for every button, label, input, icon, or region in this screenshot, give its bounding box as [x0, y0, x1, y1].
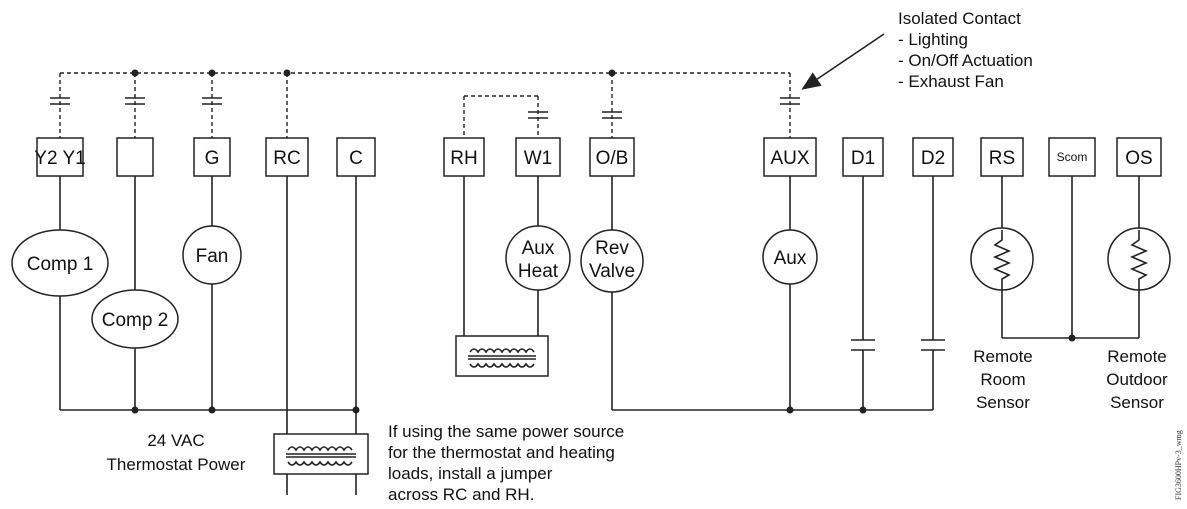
svg-text:- Lighting: - Lighting: [898, 30, 968, 49]
comp2-label: Comp 2: [102, 310, 169, 331]
fan-load: [182, 225, 242, 285]
loads: Comp 1 Comp 2 Fan Aux Heat Rev Valve Aux: [11, 225, 818, 349]
svg-text:Remote: Remote: [1107, 347, 1167, 366]
svg-text:24 VAC: 24 VAC: [147, 431, 204, 450]
fan-label: Fan: [196, 246, 229, 267]
terminal-y2y1-label: Y2 Y1: [34, 148, 85, 169]
svg-text:Outdoor: Outdoor: [1106, 370, 1168, 389]
dry-contact-capacitors: [851, 339, 945, 351]
jumper-note: If using the same power source for the t…: [388, 422, 624, 504]
terminal-rh: [443, 137, 485, 177]
terminal-ob-label: O/B: [596, 148, 629, 169]
terminal-aux-label: AUX: [770, 148, 809, 169]
terminal-os-label: OS: [1125, 148, 1152, 169]
terminal-rh-label: RH: [450, 148, 477, 169]
control-bus: [59, 69, 791, 146]
terminal-w1-label: W1: [524, 148, 553, 169]
svg-text:Remote: Remote: [973, 347, 1033, 366]
aux-label: Aux: [774, 248, 807, 269]
terminal-g-label: G: [205, 148, 220, 169]
terminal-d1-label: D1: [851, 148, 875, 169]
svg-text:Sensor: Sensor: [976, 393, 1030, 412]
relay-contacts: [50, 97, 800, 119]
svg-text:Isolated Contact: Isolated Contact: [898, 9, 1021, 28]
svg-text:across RC and RH.: across RC and RH.: [388, 485, 534, 504]
pointer-arrow-icon: [801, 33, 885, 90]
svg-text:- Exhaust Fan: - Exhaust Fan: [898, 72, 1004, 91]
thermostat-transformer: [273, 433, 369, 475]
rev-valve-label-1: Rev: [595, 238, 629, 259]
aux-heat-label-1: Aux: [522, 238, 555, 259]
rev-valve-load: [580, 229, 644, 293]
sensors: [970, 227, 1171, 291]
svg-text:If using the same power source: If using the same power source: [388, 422, 624, 441]
outdoor-sensor-resistor-icon: [1129, 230, 1149, 290]
terminal-scom: [1048, 137, 1096, 177]
terminal-scom-label: Scom: [1057, 150, 1088, 164]
terminal-blank: [116, 137, 154, 177]
terminal-aux: [763, 137, 817, 177]
svg-text:Room: Room: [980, 370, 1025, 389]
terminal-os: [1116, 137, 1162, 177]
svg-text:loads, install a jumper: loads, install a jumper: [388, 464, 553, 483]
branch-wires: [59, 176, 1140, 495]
heat-transformer: [455, 335, 549, 377]
svg-text:Sensor: Sensor: [1110, 393, 1164, 412]
remote-room-sensor-label: Remote Room Sensor: [973, 347, 1033, 412]
rev-valve-label-2: Valve: [589, 261, 635, 282]
isolated-contact-note: Isolated Contact - Lighting - On/Off Act…: [801, 9, 1033, 91]
comp1-label: Comp 1: [27, 254, 94, 275]
terminal-g: [193, 137, 231, 177]
terminal-rc-label: RC: [273, 148, 300, 169]
aux-load: [762, 229, 818, 285]
room-sensor-resistor-icon: [992, 230, 1012, 290]
terminal-d2-label: D2: [921, 148, 945, 169]
thermostat-power-label: 24 VAC Thermostat Power: [107, 431, 246, 474]
remote-outdoor-sensor-label: Remote Outdoor Sensor: [1106, 347, 1168, 412]
terminal-block: Y2 Y1 G RC C RH W1 O/B AUX D1 D2 RS Scom…: [34, 137, 1162, 177]
terminal-rs-label: RS: [989, 148, 1015, 169]
terminal-c-label: C: [349, 148, 363, 169]
figure-id: FIG3600HPv-3_wmg: [1174, 430, 1183, 500]
aux-heat-label-2: Heat: [518, 261, 559, 282]
comp2-load: [91, 289, 179, 349]
svg-text:Thermostat Power: Thermostat Power: [107, 455, 246, 474]
svg-text:for the thermostat and heating: for the thermostat and heating: [388, 443, 615, 462]
common-bus: [60, 406, 933, 414]
aux-heat-load: [505, 225, 571, 291]
terminal-c: [336, 137, 376, 177]
terminal-w1: [515, 137, 561, 177]
svg-text:- On/Off Actuation: - On/Off Actuation: [898, 51, 1033, 70]
comp1-load: [11, 229, 109, 297]
terminal-y2y1: [36, 137, 84, 177]
